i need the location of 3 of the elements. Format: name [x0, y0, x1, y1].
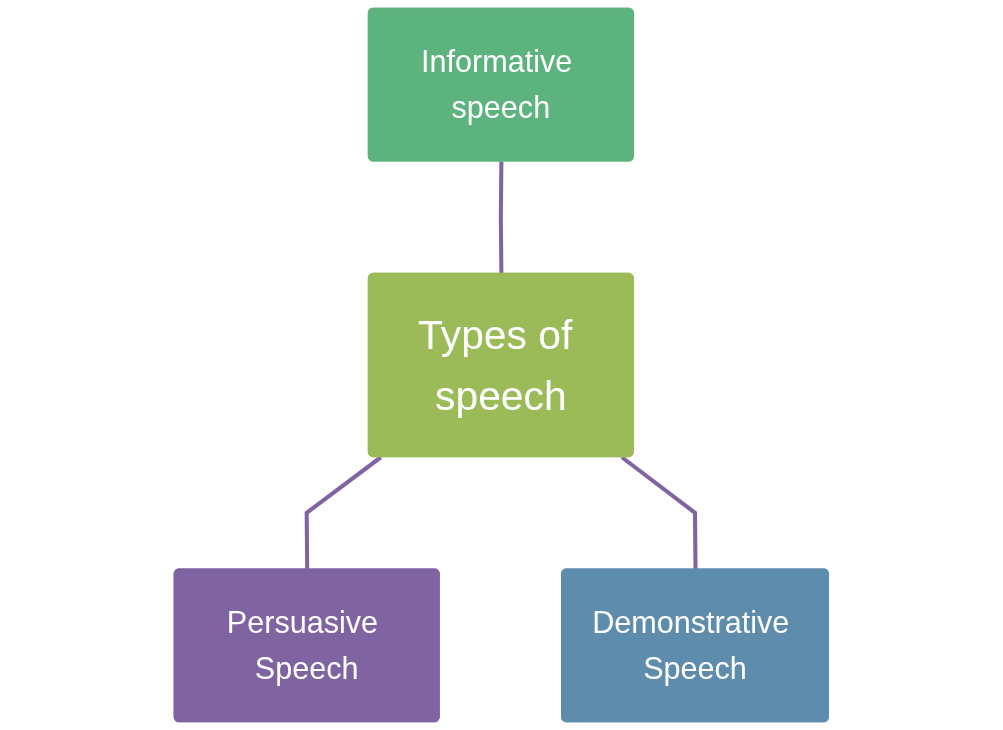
connector — [304, 455, 383, 570]
connector — [499, 161, 504, 274]
connector — [620, 455, 698, 570]
